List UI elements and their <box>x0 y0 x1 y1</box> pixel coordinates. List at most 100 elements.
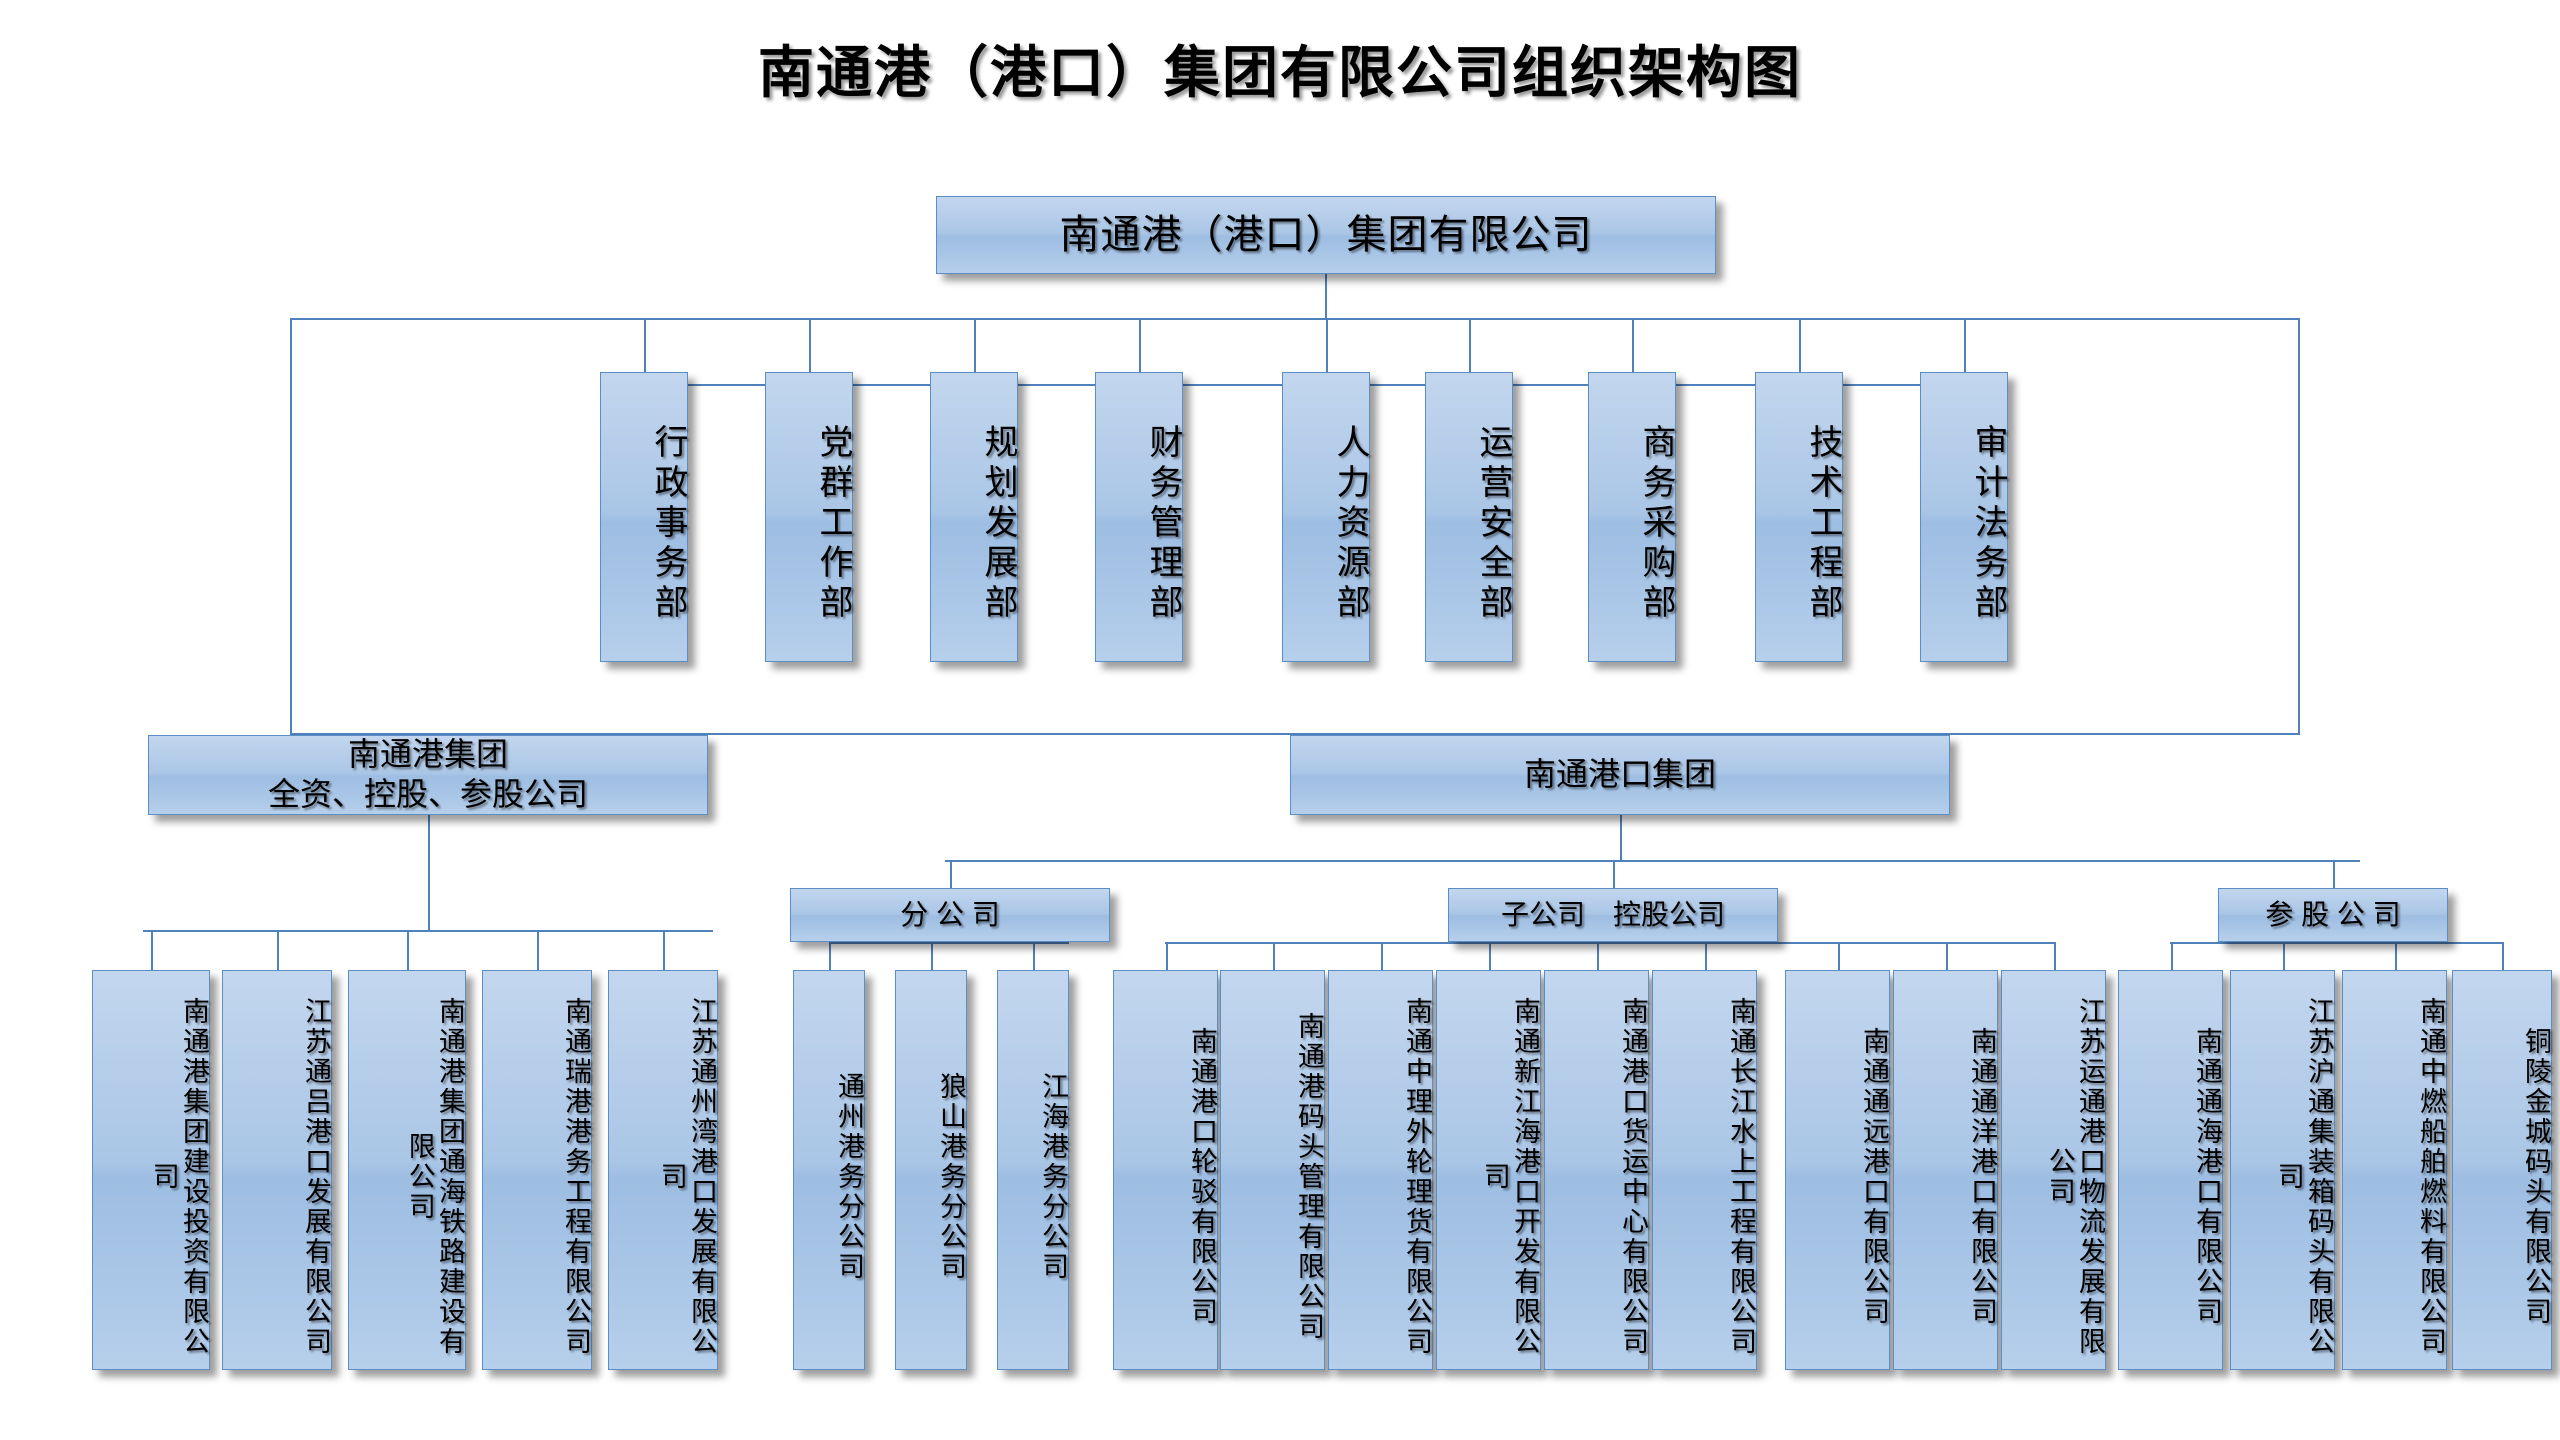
leaf-sub-8[interactable]: 江苏运通港口物流发展有限公司 <box>2001 970 2106 1370</box>
connector-outer-right-drop <box>2298 318 2300 735</box>
connector-stem <box>1837 942 1840 972</box>
leaf-label: 江苏通州湾港口发展有限公司 <box>656 997 717 1357</box>
leaf-label: 狼山港务分公司 <box>936 1072 966 1282</box>
dept-label: 规划发展部 <box>979 424 1017 624</box>
connector-stem <box>663 930 665 972</box>
connector-stem <box>1139 318 1141 384</box>
category-box-branch[interactable]: 分 公 司 <box>790 888 1110 942</box>
leaf-left-4[interactable]: 江苏通州湾港口发展有限公司 <box>608 970 718 1370</box>
leaf-label: 铜陵金城码头有限公司 <box>2521 1027 2551 1327</box>
leaf-sub-7[interactable]: 南通通洋港口有限公司 <box>1893 970 1998 1370</box>
leaf-branch-0[interactable]: 通州港务分公司 <box>793 970 865 1370</box>
connector-stem <box>2394 942 2397 972</box>
leaf-label: 江苏沪通集装箱码头有限公司 <box>2273 997 2334 1357</box>
category-label: 分 公 司 <box>900 899 1000 931</box>
leaf-label: 南通港码头管理有限公司 <box>1294 1012 1324 1342</box>
connector-stem <box>644 318 646 384</box>
connector-stem <box>809 318 811 384</box>
leaf-label: 南通港集团通海铁路建设有限公司 <box>404 997 465 1357</box>
connector-stem <box>1165 942 1168 972</box>
leaf-left-2[interactable]: 南通港集团通海铁路建设有限公司 <box>348 970 466 1370</box>
connector-outer-bottom-rail <box>290 733 2300 735</box>
page-title: 南通港（港口）集团有限公司组织架构图 <box>758 41 1802 104</box>
dept-label: 行政事务部 <box>649 424 687 624</box>
group-box-nantong-port-group[interactable]: 南通港集团 全资、控股、参股公司 <box>148 735 708 815</box>
group-left-line1: 南通港集团 <box>347 736 508 773</box>
leaf-equity-0[interactable]: 南通通海港口有限公司 <box>2118 970 2223 1370</box>
connector-outer-left-drop <box>290 318 292 735</box>
dept-box-0[interactable]: 行政事务部 <box>600 372 688 662</box>
dept-box-2[interactable]: 规划发展部 <box>930 372 1018 662</box>
dept-label: 商务采购部 <box>1637 424 1675 624</box>
leaf-label: 江海港务分公司 <box>1038 1072 1068 1282</box>
leaf-label: 南通通远港口有限公司 <box>1859 1027 1889 1327</box>
leaf-left-3[interactable]: 南通瑞港港务工程有限公司 <box>482 970 592 1370</box>
connector-stem <box>1033 942 1035 972</box>
dept-label: 审计法务部 <box>1969 424 2007 624</box>
leaf-branch-1[interactable]: 狼山港务分公司 <box>895 970 967 1370</box>
leaf-label: 南通港集团建设投资有限公司 <box>148 997 209 1357</box>
connector-stem <box>1799 318 1801 384</box>
connector-stem <box>407 930 409 972</box>
connector-stem <box>2282 942 2285 972</box>
leaf-left-0[interactable]: 南通港集团建设投资有限公司 <box>92 970 210 1370</box>
connector-stem <box>2170 942 2173 972</box>
connector-stem <box>931 942 933 972</box>
dept-box-8[interactable]: 审计法务部 <box>1920 372 2008 662</box>
connector-stem <box>1596 942 1599 972</box>
connector-stem <box>1380 942 1383 972</box>
leaf-left-1[interactable]: 江苏通吕港口发展有限公司 <box>222 970 332 1370</box>
leaf-sub-2[interactable]: 南通中理外轮理货有限公司 <box>1328 970 1433 1370</box>
leaf-label: 南通中燃船舶燃料有限公司 <box>2416 997 2446 1357</box>
leaf-label: 江苏运通港口物流发展有限公司 <box>2044 997 2105 1357</box>
leaf-label: 南通中理外轮理货有限公司 <box>1402 997 1432 1357</box>
connector-rail <box>829 942 1069 944</box>
leaf-label: 南通新江海港口开发有限公司 <box>1479 997 1540 1357</box>
connector-right-group-stem <box>1620 815 1622 860</box>
category-box-subsidiary[interactable]: 子公司 控股公司 <box>1448 888 1778 942</box>
connector-stem <box>1326 318 1328 384</box>
connector-outer-rail <box>290 318 2300 320</box>
connector-stem <box>1272 942 1275 972</box>
dept-box-3[interactable]: 财务管理部 <box>1095 372 1183 662</box>
dept-box-6[interactable]: 商务采购部 <box>1588 372 1676 662</box>
leaf-sub-6[interactable]: 南通通远港口有限公司 <box>1785 970 1890 1370</box>
category-label: 参 股 公 司 <box>2265 899 2401 931</box>
dept-label: 运营安全部 <box>1474 424 1512 624</box>
leaf-label: 南通瑞港港务工程有限公司 <box>561 997 591 1357</box>
connector-stem <box>1704 942 1707 972</box>
dept-box-1[interactable]: 党群工作部 <box>765 372 853 662</box>
group-box-nantong-harbour-group[interactable]: 南通港口集团 <box>1290 735 1950 815</box>
leaf-sub-5[interactable]: 南通长江水上工程有限公司 <box>1652 970 1757 1370</box>
dept-box-5[interactable]: 运营安全部 <box>1425 372 1513 662</box>
connector-rail <box>2170 942 2502 944</box>
leaf-sub-4[interactable]: 南通港口货运中心有限公司 <box>1544 970 1649 1370</box>
connector-stem <box>974 318 976 384</box>
group-left-line2: 全资、控股、参股公司 <box>267 776 588 812</box>
leaf-equity-2[interactable]: 南通中燃船舶燃料有限公司 <box>2342 970 2447 1370</box>
category-box-equity[interactable]: 参 股 公 司 <box>2218 888 2448 942</box>
leaf-branch-2[interactable]: 江海港务分公司 <box>997 970 1069 1370</box>
leaf-label: 南通通海港口有限公司 <box>2192 1027 2222 1327</box>
connector-stem <box>1964 318 1966 384</box>
group-right-label: 南通港口集团 <box>1523 756 1716 793</box>
leaf-sub-0[interactable]: 南通港口轮驳有限公司 <box>1113 970 1218 1370</box>
leaf-label: 南通港口货运中心有限公司 <box>1618 997 1648 1357</box>
leaf-label: 江苏通吕港口发展有限公司 <box>301 997 331 1357</box>
connector-stem <box>2502 942 2504 972</box>
dept-label: 党群工作部 <box>814 424 852 624</box>
connector-stem <box>829 942 831 972</box>
leaf-equity-3[interactable]: 铜陵金城码头有限公司 <box>2452 970 2552 1370</box>
root-company-label: 南通港（港口）集团有限公司 <box>1059 212 1593 257</box>
connector-cat-rail <box>945 860 2360 862</box>
dept-box-4[interactable]: 人力资源部 <box>1282 372 1370 662</box>
connector-stem <box>277 930 279 972</box>
category-label: 子公司 控股公司 <box>1500 899 1725 931</box>
root-company-box[interactable]: 南通港（港口）集团有限公司 <box>936 196 1716 274</box>
dept-box-7[interactable]: 技术工程部 <box>1755 372 1843 662</box>
leaf-sub-3[interactable]: 南通新江海港口开发有限公司 <box>1436 970 1541 1370</box>
connector-stem <box>1469 318 1471 384</box>
leaf-sub-1[interactable]: 南通港码头管理有限公司 <box>1220 970 1325 1370</box>
leaf-equity-1[interactable]: 江苏沪通集装箱码头有限公司 <box>2230 970 2335 1370</box>
dept-label: 财务管理部 <box>1144 424 1182 624</box>
